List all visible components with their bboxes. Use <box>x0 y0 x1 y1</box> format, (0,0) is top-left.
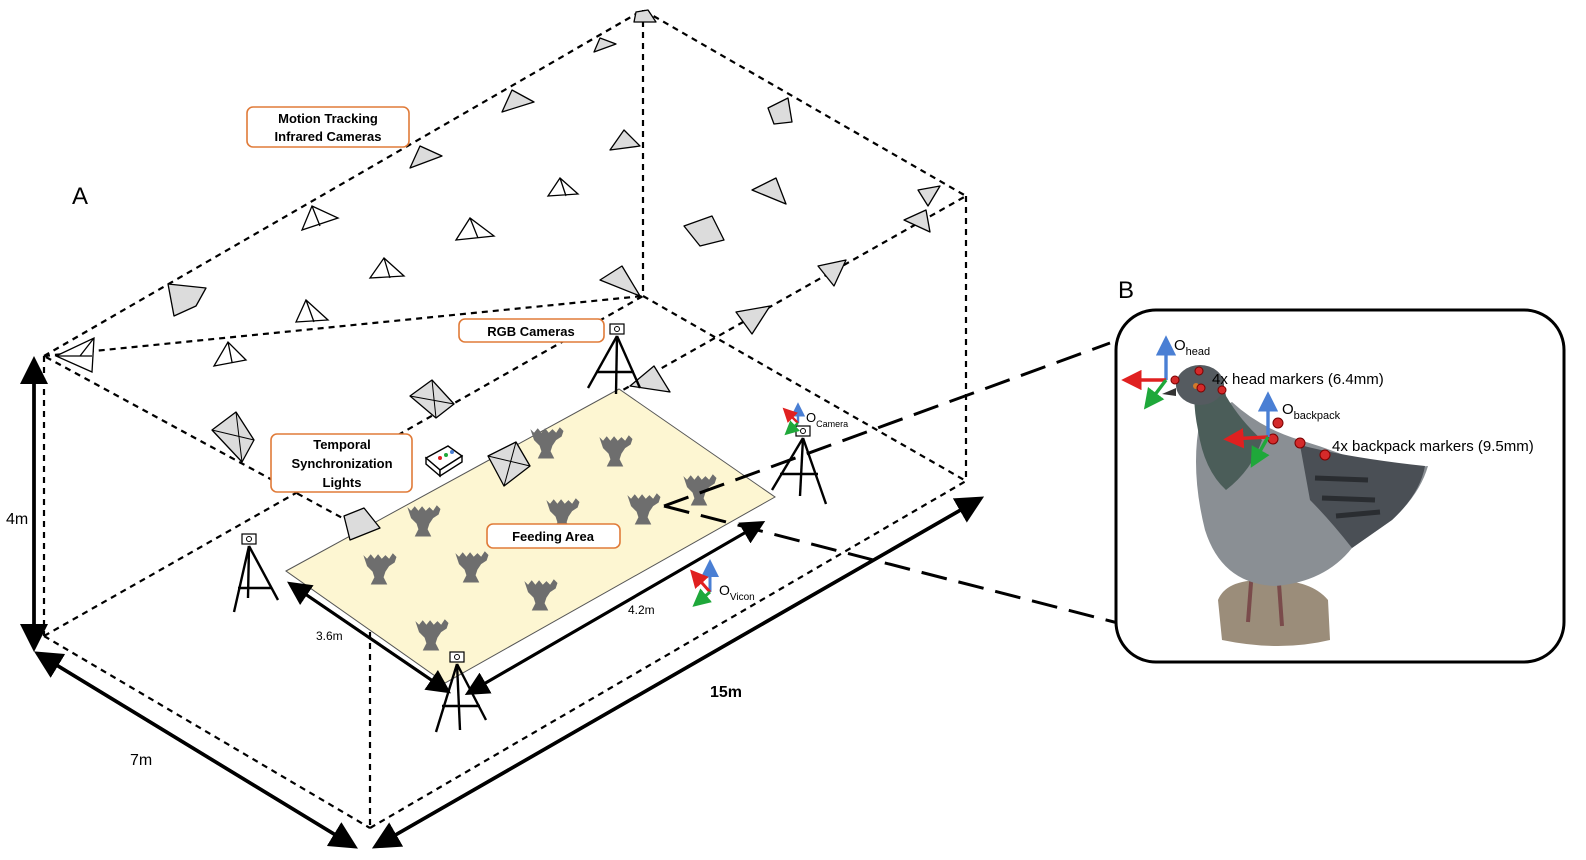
backpack-markers-label: 4x backpack markers (9.5mm) <box>1332 438 1534 455</box>
head-markers-label: 4x head markers (6.4mm) <box>1212 371 1384 388</box>
ir-camera-icon <box>167 283 207 317</box>
ir-camera-icon <box>633 9 657 23</box>
callout-feeding-label: Feeding Area <box>512 529 595 544</box>
callout-ir-cameras: Motion Tracking Infrared Cameras <box>246 106 410 148</box>
svg-text:OVicon: OVicon <box>719 582 755 603</box>
marker-icon <box>1196 383 1206 393</box>
rgb-camera-tripod <box>434 651 488 733</box>
ir-camera-icon <box>917 185 941 207</box>
marker-icon <box>1294 437 1306 449</box>
ir-camera-icon <box>409 145 443 169</box>
sync-light-icon <box>424 445 464 478</box>
height-label: 4m <box>6 511 28 528</box>
ir-camera-icon <box>212 340 248 367</box>
rgb-camera-icon <box>795 425 811 437</box>
callout-ir-line2: Infrared Cameras <box>275 129 382 144</box>
rgb-camera-icon <box>241 533 257 545</box>
dimension-length: 15m <box>371 496 985 849</box>
ir-camera-icon <box>593 37 617 53</box>
head-origin-axes: Ohead <box>1121 335 1210 410</box>
arena-box <box>42 8 969 829</box>
callout-sync-line2: Synchronization <box>291 456 392 471</box>
backpack-origin-sub: backpack <box>1294 410 1341 422</box>
ir-camera-icon <box>735 305 771 335</box>
head-markers <box>1170 366 1227 395</box>
head-origin-main: O <box>1174 337 1186 354</box>
marker-icon <box>1194 366 1204 376</box>
vicon-origin-sub: Vicon <box>730 592 755 603</box>
panel-a-letter: A <box>72 183 88 210</box>
rgb-camera-tripod <box>586 323 642 395</box>
rgb-camera-tripod <box>232 533 280 613</box>
feed-width-label: 3.6m <box>316 629 343 643</box>
dimension-width: 7m <box>34 651 358 849</box>
length-label: 15m <box>710 684 742 701</box>
svg-text:OCamera: OCamera <box>806 410 848 429</box>
callout-rgb-cameras: RGB Cameras <box>458 318 605 343</box>
marker-icon <box>1272 417 1284 429</box>
rgb-camera-icon <box>449 651 465 663</box>
pigeon-panel: Ohead Obackpack 4x head markers (6.4mm) … <box>1114 308 1566 664</box>
callout-ir-line1: Motion Tracking <box>278 111 378 126</box>
ir-camera-icon <box>767 97 793 125</box>
backpack-origin-axes: Obackpack <box>1223 391 1341 468</box>
camera-origin-sub: Camera <box>816 419 848 429</box>
ir-camera-icon <box>343 507 381 541</box>
ir-camera-icon <box>546 177 580 197</box>
head-origin-sub: head <box>1186 346 1210 358</box>
ir-camera-icon <box>903 209 931 233</box>
marker-icon <box>1170 375 1180 385</box>
ir-camera-icon <box>409 379 455 419</box>
ir-camera-icon <box>300 205 340 232</box>
ir-camera-icon <box>368 257 406 279</box>
rgb-camera-icon <box>609 323 625 335</box>
dimension-height: 4m <box>6 356 48 652</box>
ir-camera-icon <box>454 217 496 241</box>
callout-rgb-label: RGB Cameras <box>487 324 574 339</box>
ir-camera-icon <box>487 441 531 487</box>
zoom-lines <box>663 341 1119 625</box>
camera-origin-axes: OCamera <box>782 402 848 436</box>
rgb-camera-tripod <box>770 425 828 505</box>
infrared-cameras <box>54 9 941 541</box>
ir-camera-icon <box>501 89 535 113</box>
feed-length-label: 4.2m <box>628 603 655 617</box>
svg-text:Obackpack: Obackpack <box>1282 401 1341 422</box>
ir-camera-icon <box>211 411 255 463</box>
ir-camera-icon <box>599 265 641 297</box>
callout-sync-line3: Lights <box>323 475 362 490</box>
ir-camera-icon <box>294 298 330 323</box>
callout-feeding-area: Feeding Area <box>486 523 621 549</box>
callout-sync-lights: Temporal Synchronization Lights <box>270 433 413 493</box>
vicon-origin-main: O <box>719 582 730 598</box>
vicon-origin-axes: OVicon <box>690 559 755 607</box>
marker-icon <box>1217 385 1227 395</box>
marker-icon <box>1319 449 1331 461</box>
ir-camera-icon <box>609 129 641 151</box>
camera-origin-main: O <box>806 410 816 425</box>
width-label: 7m <box>130 752 152 769</box>
callout-sync-line1: Temporal <box>313 437 371 452</box>
ir-camera-icon <box>54 336 95 373</box>
ir-camera-icon <box>817 259 847 287</box>
panel-b-letter: B <box>1118 277 1134 304</box>
ir-camera-icon <box>751 177 787 205</box>
svg-text:Ohead: Ohead <box>1174 337 1210 358</box>
backpack-markers <box>1267 417 1331 461</box>
ir-camera-icon <box>683 215 725 247</box>
backpack-origin-main: O <box>1282 401 1294 418</box>
